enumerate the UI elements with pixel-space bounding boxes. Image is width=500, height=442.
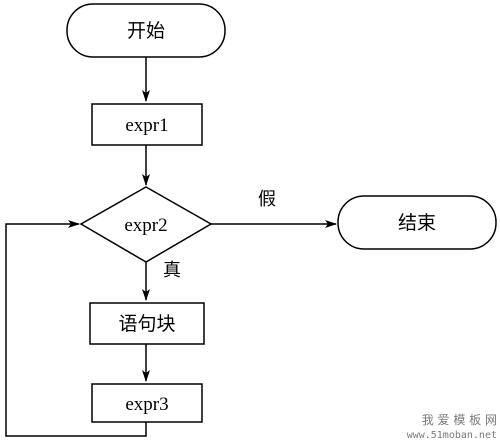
- update-node: expr3: [91, 383, 203, 423]
- start-node-label: 开始: [127, 20, 165, 42]
- false-branch-label: 假: [258, 189, 276, 209]
- end-node: 结束: [337, 195, 497, 250]
- condition-decision-shape: [79, 186, 213, 263]
- watermark-title: 我 爱 模 板 网: [422, 413, 497, 427]
- start-terminal-shape: [66, 3, 226, 58]
- connectors: [5, 57, 337, 437]
- condition-node-label: expr2: [124, 215, 167, 236]
- update-node-label: expr3: [125, 394, 168, 415]
- start-node: 开始: [66, 3, 226, 58]
- watermark-url: www.51moban.net: [407, 430, 497, 441]
- update-process-shape: [91, 383, 203, 423]
- end-terminal-shape: [337, 195, 497, 250]
- init-process-shape: [91, 103, 203, 146]
- end-node-label: 结束: [398, 212, 436, 234]
- watermark: 我 爱 模 板 网 www.51moban.net: [407, 413, 497, 441]
- body-process-shape: [89, 302, 205, 345]
- body-node-label: 语句块: [118, 313, 175, 335]
- init-node: expr1: [91, 103, 203, 146]
- true-branch-label: 真: [163, 260, 181, 280]
- loop-back-arrow: [5, 220, 147, 437]
- body-node: 语句块: [89, 302, 205, 345]
- condition-node: expr2: [79, 186, 213, 263]
- init-node-label: expr1: [125, 115, 168, 136]
